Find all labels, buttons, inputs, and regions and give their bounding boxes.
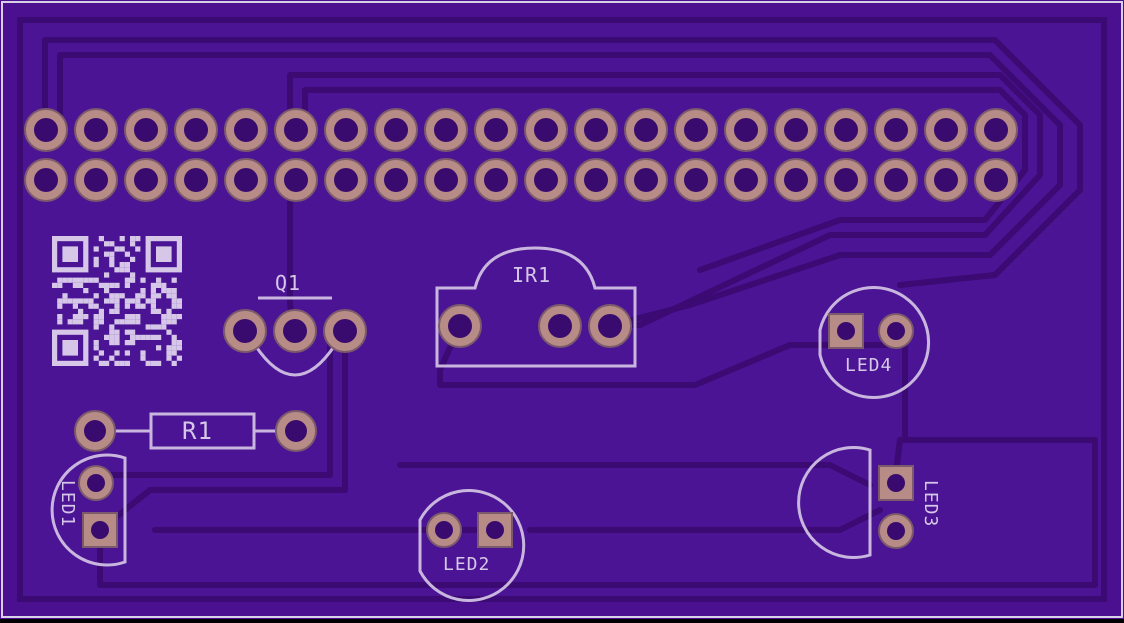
- header-pin: [874, 158, 918, 202]
- header-pin: [674, 108, 718, 152]
- q1-label: Q1: [275, 271, 301, 295]
- q1-pad: [223, 309, 267, 353]
- r1-pad: [275, 410, 317, 452]
- header-pin: [74, 108, 118, 152]
- r1-pad: [74, 410, 116, 452]
- ir1-pad: [588, 304, 632, 348]
- r1-label: R1: [182, 417, 213, 445]
- ir1-label: IR1: [512, 263, 551, 287]
- header-pin: [324, 158, 368, 202]
- header-pin: [674, 158, 718, 202]
- header-pin: [474, 158, 518, 202]
- header-pin: [724, 158, 768, 202]
- header-pin: [124, 108, 168, 152]
- ir1-pad: [538, 304, 582, 348]
- silkscreen-layer: Q1 R1 IR1 LED1 LED2 LED3 LED4: [50, 246, 941, 602]
- header-pin: [424, 108, 468, 152]
- led2-pad-square: [477, 512, 513, 548]
- led1-label: LED1: [57, 480, 78, 527]
- header-pin: [274, 158, 318, 202]
- q1-pad: [273, 309, 317, 353]
- header-pin: [974, 108, 1018, 152]
- header-pin: [474, 108, 518, 152]
- header-pin: [624, 108, 668, 152]
- led3-outline: [797, 446, 872, 559]
- header-pin: [324, 108, 368, 152]
- led4-pad-square: [828, 313, 864, 349]
- header-pin: [624, 158, 668, 202]
- q1-outline-bottom: [253, 344, 337, 377]
- header-pin: [574, 108, 618, 152]
- led2-pad: [426, 512, 462, 548]
- header-pin: [824, 158, 868, 202]
- component-pads: [74, 304, 914, 549]
- led3-pad-square: [878, 465, 914, 501]
- led1-pad-square: [82, 512, 118, 548]
- led1-pad: [78, 465, 114, 501]
- header-pin: [374, 158, 418, 202]
- header-pin: [724, 108, 768, 152]
- header-pin: [874, 108, 918, 152]
- header-pin: [774, 158, 818, 202]
- header-pin: [224, 108, 268, 152]
- qr-code-icon: [52, 236, 182, 366]
- led4-label: LED4: [845, 355, 892, 376]
- header-pin: [74, 158, 118, 202]
- header-pin: [24, 108, 68, 152]
- header-pin: [524, 108, 568, 152]
- ir1-pad: [438, 304, 482, 348]
- header-pin: [174, 108, 218, 152]
- header-pin: [24, 158, 68, 202]
- header-pin: [274, 108, 318, 152]
- header-pin: [574, 158, 618, 202]
- header-pin: [924, 108, 968, 152]
- header-pin: [224, 158, 268, 202]
- header-pin: [824, 108, 868, 152]
- led2-outline: [418, 489, 526, 602]
- led4-outline: [818, 286, 931, 399]
- led3-pad: [878, 513, 914, 549]
- gpio-header: [24, 108, 1018, 202]
- header-pin: [974, 158, 1018, 202]
- header-pin: [524, 158, 568, 202]
- header-pin: [924, 158, 968, 202]
- led4-pad: [878, 313, 914, 349]
- header-pin: [424, 158, 468, 202]
- led2-label: LED2: [443, 554, 490, 575]
- header-pin: [124, 158, 168, 202]
- header-pin: [174, 158, 218, 202]
- header-pin: [374, 108, 418, 152]
- q1-pad: [323, 309, 367, 353]
- led1-outline: [50, 453, 127, 567]
- led3-label: LED3: [920, 480, 941, 527]
- header-pin: [774, 108, 818, 152]
- ir1-outline: [435, 246, 637, 368]
